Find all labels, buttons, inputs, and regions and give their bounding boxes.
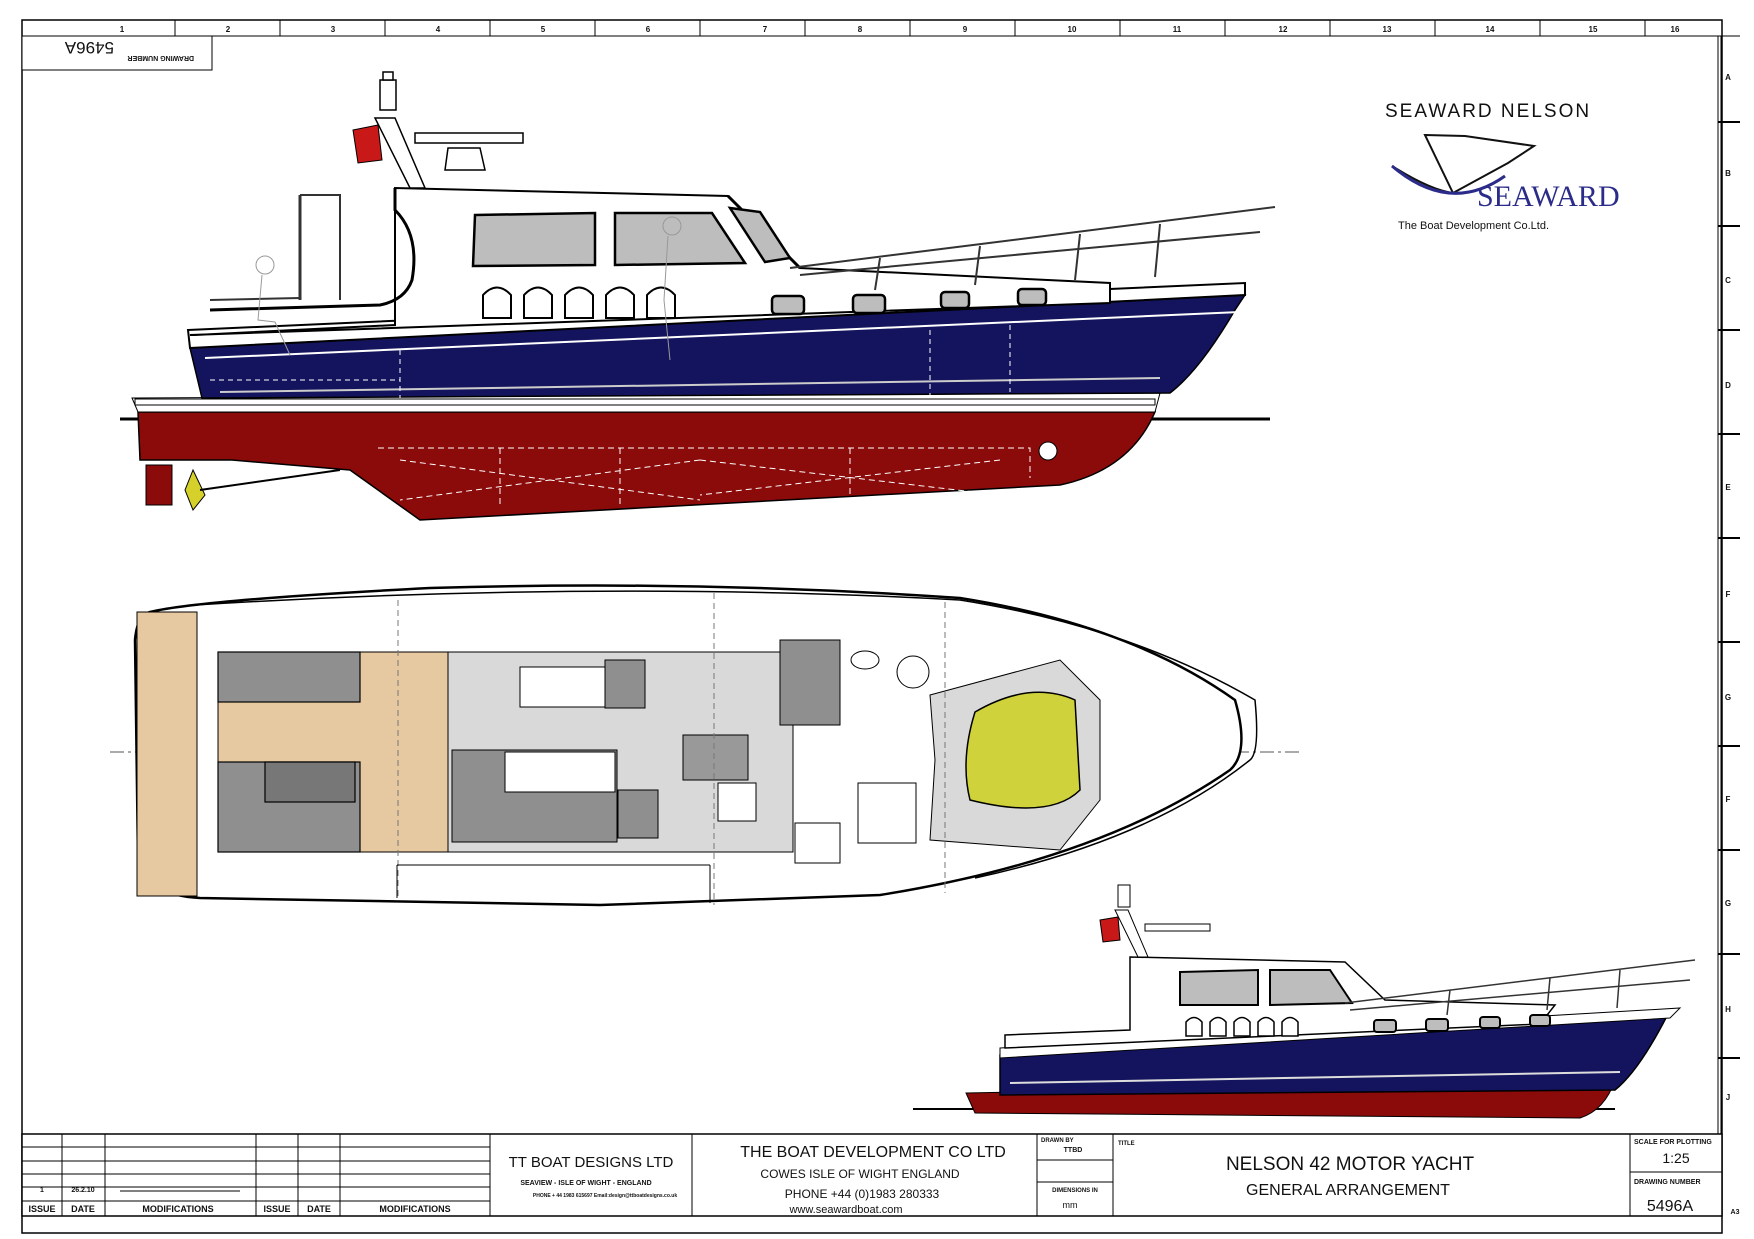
saloon-window-fwd — [613, 211, 748, 267]
row-g2: G — [1725, 899, 1731, 908]
col-10: 10 — [1068, 25, 1077, 34]
drawing-number-box-label: DRAWING NUMBER — [128, 54, 195, 61]
row-f2: F — [1726, 795, 1731, 804]
sink-icon — [794, 822, 841, 864]
col-1: 1 — [120, 25, 125, 34]
row-c: C — [1725, 276, 1731, 285]
row-f: F — [1726, 590, 1731, 599]
builder-web: www.seawardboat.com — [788, 1204, 902, 1216]
vberth — [965, 691, 1081, 809]
issue-header-2: ISSUE — [263, 1204, 290, 1214]
col-6: 6 — [646, 25, 651, 34]
modifications-header-2: MODIFICATIONS — [379, 1204, 450, 1214]
sheet-size: A3 — [1731, 1209, 1740, 1216]
col-9: 9 — [963, 25, 968, 34]
cockpit-seat-aft — [217, 651, 361, 703]
model-name: SEAWARD NELSON — [1385, 101, 1591, 122]
drawing-number-box-value: 5496A — [64, 38, 114, 57]
shower-tray — [857, 782, 917, 844]
drawing-number-box-inverted: DRAWING NUMBER 5496A — [21, 35, 213, 71]
helm-seat — [604, 659, 646, 709]
dimensions-label: DIMENSIONS IN — [1052, 1188, 1098, 1194]
title-label: TITLE — [1118, 1141, 1135, 1147]
col-13: 13 — [1383, 25, 1392, 34]
row-j: J — [1726, 1093, 1730, 1102]
company-tagline: The Boat Development Co.Ltd. — [1398, 220, 1549, 232]
small-ensign-flag-icon — [1099, 916, 1121, 943]
scale-label: SCALE FOR PLOTTING — [1634, 1139, 1712, 1146]
col-2: 2 — [226, 25, 231, 34]
col-16: 16 — [1671, 25, 1680, 34]
issue-header-1: ISSUE — [28, 1204, 55, 1214]
drawing-number-value: 5496A — [1647, 1198, 1694, 1215]
issue-date: 26.2.10 — [71, 1187, 94, 1194]
rudder-icon — [145, 464, 173, 506]
blue-topsides — [189, 294, 1247, 399]
builder-name: THE BOAT DEVELOPMENT CO LTD — [740, 1144, 1006, 1161]
row-b: B — [1725, 169, 1731, 178]
issue-number: 1 — [40, 1187, 44, 1194]
drawing-title-line1: NELSON 42 MOTOR YACHT — [1226, 1154, 1475, 1175]
col-11: 11 — [1173, 25, 1182, 34]
navigator-seat — [617, 789, 659, 839]
drawn-by-value: TTBD — [1064, 1147, 1083, 1154]
row-e: E — [1725, 483, 1731, 492]
col-8: 8 — [858, 25, 863, 34]
hob-icon — [717, 782, 757, 822]
designer-address: SEAVIEW - ISLE OF WIGHT - ENGLAND — [520, 1180, 651, 1187]
plan-view — [110, 584, 1300, 907]
col-15: 15 — [1589, 25, 1598, 34]
scale-value: 1:25 — [1662, 1150, 1689, 1166]
date-header-1: DATE — [71, 1204, 95, 1214]
modifications-header-1: MODIFICATIONS — [142, 1204, 213, 1214]
drawing-title-line2: GENERAL ARRANGEMENT — [1246, 1182, 1450, 1199]
title-block: 1 26.2.10 ISSUE DATE MODIFICATIONS ISSUE… — [21, 1133, 1740, 1217]
designer-contact: PHONE + 44 1983 615697 Email:design@ttbo… — [533, 1193, 677, 1199]
col-7: 7 — [763, 25, 768, 34]
basin-icon — [850, 650, 880, 670]
row-reference-strip: A B C D E F G F G H J — [1718, 73, 1740, 1102]
profile-view — [120, 71, 1276, 521]
builder-address: COWES ISLE OF WIGHT ENGLAND — [760, 1167, 959, 1181]
antifoul-hull — [137, 411, 1157, 521]
column-reference-strip: 1 2 3 4 5 6 7 8 9 10 11 12 13 14 15 16 — [22, 19, 1722, 36]
ensign-flag-icon — [352, 124, 383, 164]
issue-table — [22, 1134, 491, 1216]
drawn-by-label: DRAWN BY — [1041, 1138, 1074, 1144]
row-d: D — [1725, 381, 1731, 390]
saloon-table — [504, 751, 616, 793]
row-h: H — [1725, 1005, 1731, 1014]
bow-thruster-icon — [1038, 441, 1058, 461]
col-14: 14 — [1486, 25, 1495, 34]
bathing-platform-teak — [136, 611, 198, 897]
radar-arch — [373, 71, 524, 189]
saloon-window — [471, 211, 597, 268]
col-5: 5 — [541, 25, 546, 34]
drawing-number-label: DRAWING NUMBER — [1634, 1179, 1701, 1186]
row-g: G — [1725, 693, 1731, 702]
col-12: 12 — [1279, 25, 1288, 34]
small-profile-view — [913, 884, 1696, 1119]
seaward-logo: SEAWARD NELSON SEAWARD The Boat Developm… — [1385, 101, 1620, 232]
builder-phone: PHONE +44 (0)1983 280333 — [785, 1187, 940, 1201]
date-header-2: DATE — [307, 1204, 331, 1214]
seaward-wordmark: SEAWARD — [1477, 180, 1620, 213]
dimensions-value: mm — [1063, 1200, 1078, 1210]
row-a: A — [1725, 73, 1731, 82]
designer-name: TT BOAT DESIGNS LTD — [509, 1154, 674, 1171]
wc-icon — [896, 655, 930, 689]
col-4: 4 — [436, 25, 441, 34]
windscreen — [727, 206, 793, 264]
col-3: 3 — [331, 25, 336, 34]
propeller-icon — [184, 468, 206, 511]
